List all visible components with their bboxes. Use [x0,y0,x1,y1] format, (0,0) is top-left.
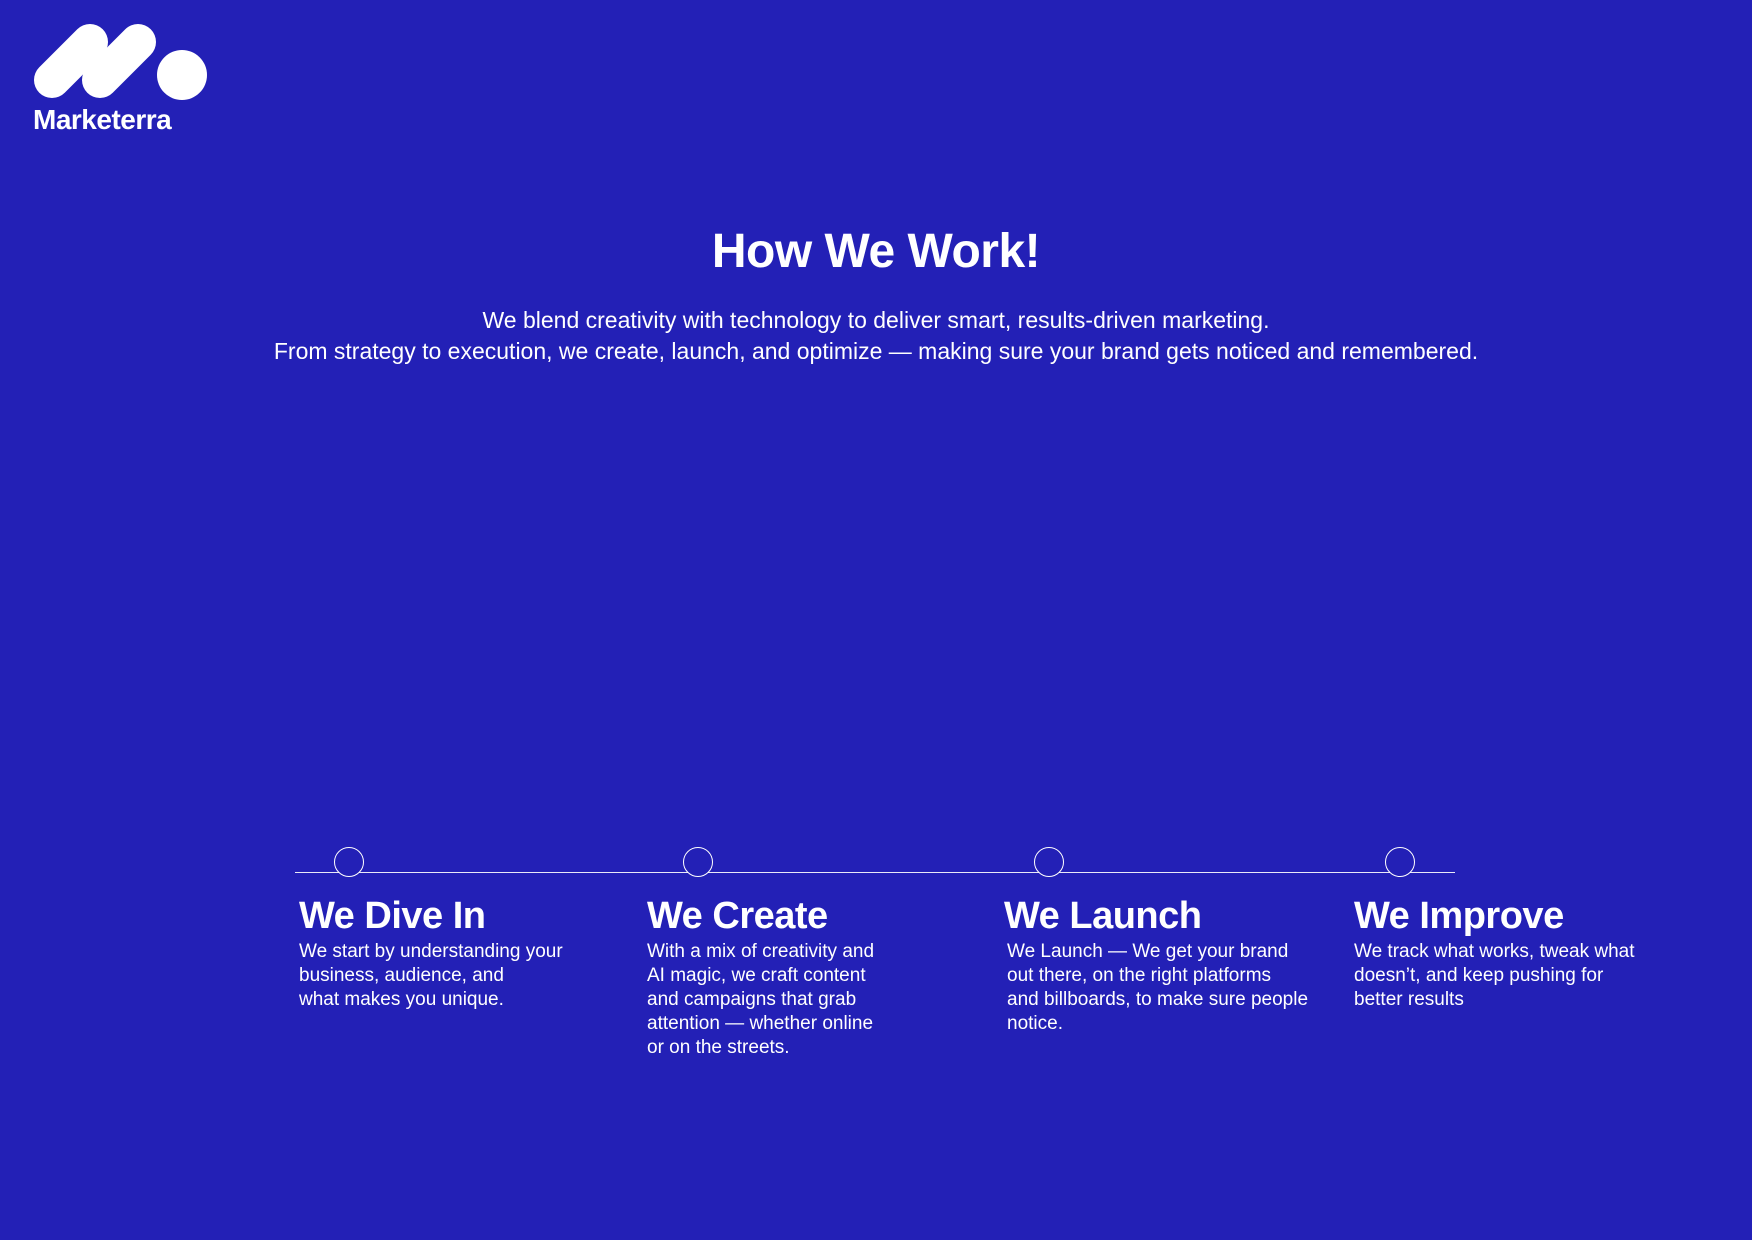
step-description-line: what makes you unique. [299,989,504,1010]
timeline-node-improve [1385,847,1415,877]
timeline-node-create [683,847,713,877]
step-description: We Launch — We get your brand out there,… [1004,940,1308,1036]
brand-name: Marketerra [33,104,172,135]
step-description-line: With a mix of creativity and [647,941,875,962]
step-create: We Create With a mix of creativity and A… [647,894,874,1060]
step-description-line: attention — whether online [647,1013,874,1034]
timeline-node-dive-in [334,847,364,877]
step-title: We Improve [1354,895,1564,937]
step-title: We Dive In [299,895,486,937]
step-description-line: and billboards, to make sure people [1007,989,1309,1010]
timeline-node-launch [1034,847,1064,877]
step-description-line: business, audience, and [299,965,504,986]
step-description-line: or on the streets. [647,1037,790,1058]
step-title: We Launch [1004,895,1202,937]
marketerra-logo-mark-icon [34,24,207,100]
step-description-line: We track what works, tweak what [1354,941,1635,962]
step-description-line: doesn’t, and keep pushing for [1354,965,1604,986]
brand-logo[interactable]: Marketerra [30,20,210,140]
step-launch: We Launch We Launch — We get your brand … [1004,894,1308,1036]
step-description-line: We start by understanding your [299,941,563,962]
step-description: We track what works, tweak what doesn’t,… [1354,940,1635,1012]
step-description-line: better results [1354,989,1464,1010]
step-description-line: and campaigns that grab [647,989,857,1010]
step-title: We Create [647,895,828,937]
intro-text: We blend creativity with technology to d… [0,305,1752,367]
step-description-line: out there, on the right platforms [1007,965,1272,986]
intro-line: We blend creativity with technology to d… [482,307,1270,333]
step-dive-in: We Dive In We start by understanding you… [299,894,563,1012]
timeline-line [295,872,1455,873]
page-title: How We Work! [711,225,1041,278]
step-description: With a mix of creativity and AI magic, w… [647,940,874,1060]
step-description-line: AI magic, we craft content [647,965,866,986]
step-description-line: We Launch — We get your brand [1007,941,1289,962]
intro-line: From strategy to execution, we create, l… [273,338,1479,364]
step-improve: We Improve We track what works, tweak wh… [1354,894,1635,1012]
step-description-line: notice. [1007,1013,1063,1034]
step-description: We start by understanding your business,… [299,940,563,1012]
